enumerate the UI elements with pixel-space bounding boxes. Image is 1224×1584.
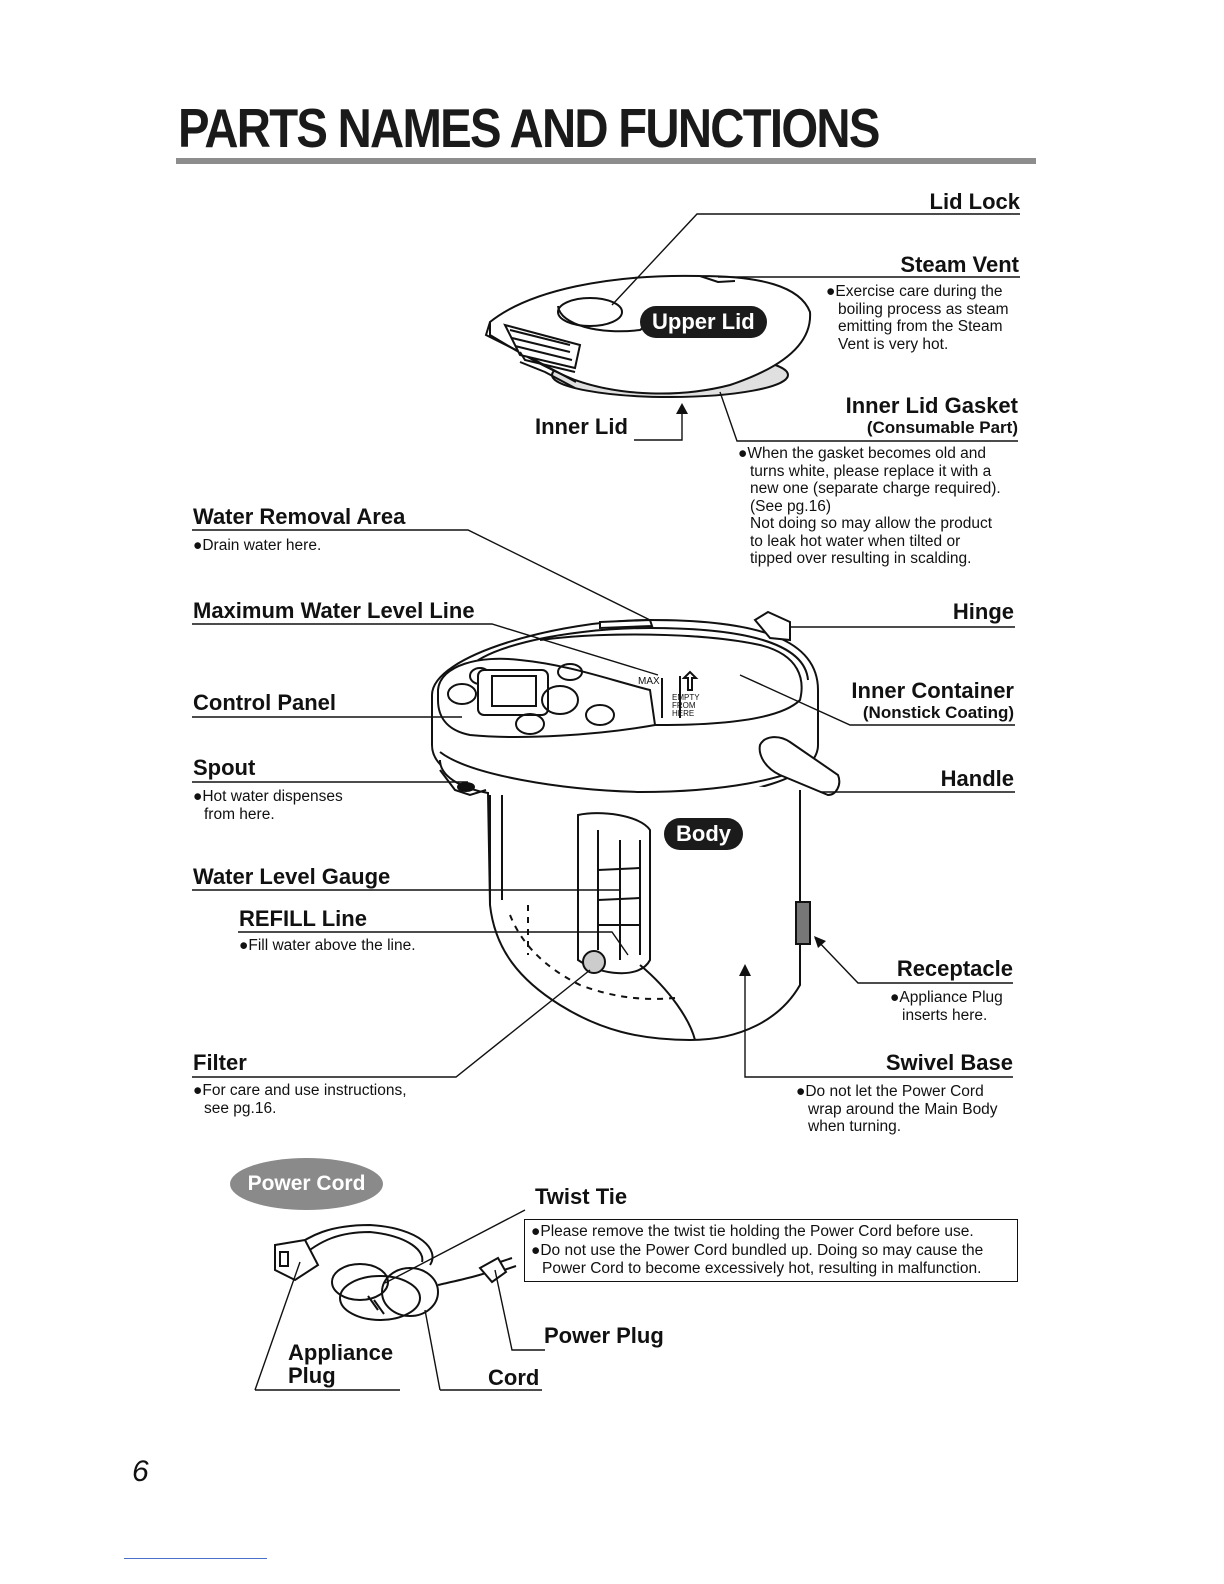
water-level-gauge-label: Water Level Gauge: [193, 864, 391, 889]
steam-vent-label: Steam Vent: [900, 252, 1019, 277]
cord-label: Cord: [488, 1365, 540, 1390]
control-panel-label: Control Panel: [193, 690, 337, 715]
twist-tie-label: Twist Tie: [535, 1184, 628, 1209]
body-illustration: [431, 610, 841, 1042]
receptacle-note: ●Appliance Plug inserts here.: [890, 989, 1003, 1024]
power-cord-badge: Power Cord: [230, 1158, 383, 1210]
max-mark: MAX: [638, 676, 660, 687]
inner-lid-gasket-note: ●When the gasket becomes old and turns w…: [738, 445, 1001, 567]
swivel-base-label: Swivel Base: [885, 1050, 1013, 1075]
swivel-base-note: ●Do not let the Power Cord wrap around t…: [796, 1083, 998, 1135]
power-cord-illustration: [274, 1223, 517, 1321]
max-water-level-line-label: Maximum Water Level Line: [193, 598, 475, 623]
footer-link-line: [124, 1558, 267, 1559]
steam-vent-note: ●Exercise care during the boiling proces…: [826, 283, 1009, 353]
filter-note: ●For care and use instructions, see pg.1…: [193, 1082, 407, 1117]
receptacle-label: Receptacle: [896, 956, 1013, 981]
title-rule: [176, 158, 1036, 164]
page-title: PARTS NAMES AND FUNCTIONS: [178, 97, 880, 159]
appliance-plug-label: Appliance Plug: [288, 1340, 394, 1388]
water-removal-area-label: Water Removal Area: [193, 504, 406, 529]
handle-label: Handle: [940, 766, 1014, 791]
water-removal-area-note: ●Drain water here.: [193, 537, 322, 554]
lid-lock-label: Lid Lock: [929, 189, 1020, 214]
hinge-label: Hinge: [952, 599, 1014, 624]
spout-label: Spout: [193, 755, 256, 780]
inner-container-label: Inner Container: [851, 678, 1014, 703]
power-plug-label: Power Plug: [544, 1323, 664, 1348]
refill-line-note: ●Fill water above the line.: [239, 937, 416, 954]
empty-from-here-text: EMPTY FROM HERE: [672, 693, 700, 718]
body-badge: Body: [664, 818, 743, 850]
upper-lid-badge: Upper Lid: [640, 306, 767, 338]
inner-lid-gasket-sub: (Consumable Part): [866, 418, 1018, 437]
filter-label: Filter: [193, 1050, 247, 1075]
page-number: 6: [132, 1455, 149, 1488]
inner-lid-gasket-label: Inner Lid Gasket: [845, 393, 1018, 418]
refill-line-label: REFILL Line: [239, 906, 367, 931]
twist-tie-note-box: ●Please remove the twist tie holding the…: [524, 1219, 1018, 1282]
inner-lid-label: Inner Lid: [535, 414, 628, 439]
inner-container-sub: (Nonstick Coating): [862, 703, 1014, 722]
spout-note: ●Hot water dispenses from here.: [193, 788, 343, 823]
